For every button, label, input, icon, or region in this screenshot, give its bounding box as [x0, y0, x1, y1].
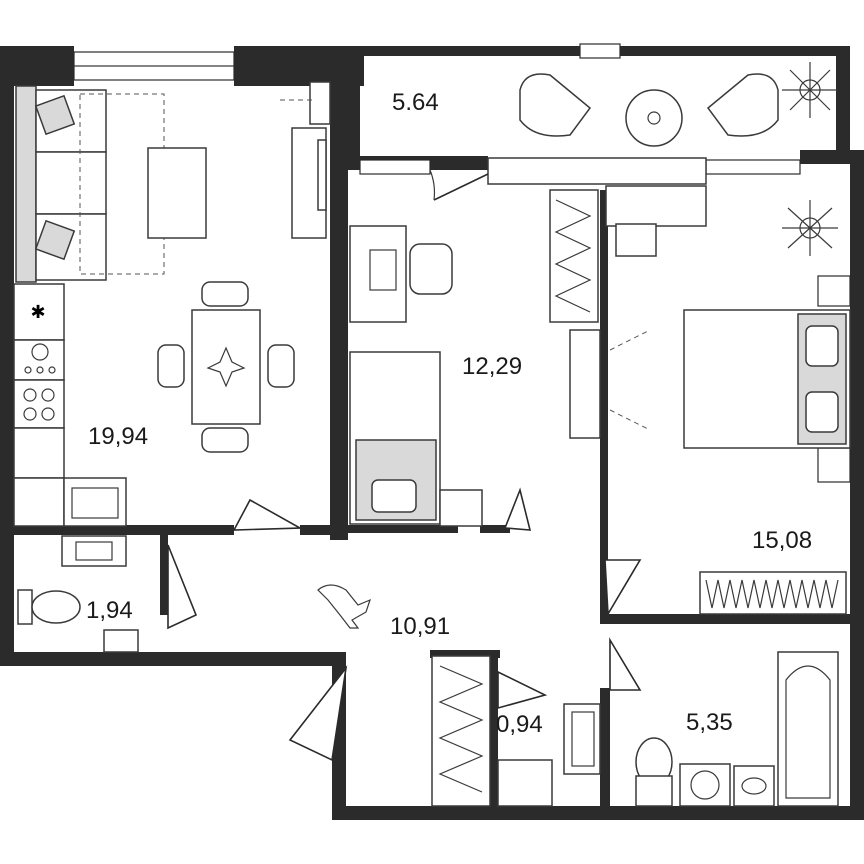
bedroom-furniture — [609, 200, 851, 615]
area-label-bathroom: 5,35 — [686, 709, 733, 736]
study-furniture — [349, 185, 707, 527]
area-label-living-kitchen: 19,94 — [88, 423, 148, 450]
closet-furniture — [497, 703, 601, 807]
hall-furniture — [317, 584, 491, 807]
bathroom-furniture — [635, 651, 839, 807]
living-furniture: ✱ — [13, 81, 331, 527]
area-label-study: 12,29 — [462, 353, 522, 380]
area-label-toilet: 1,94 — [86, 597, 133, 624]
walls — [0, 46, 864, 820]
area-label-bedroom: 15,08 — [752, 527, 812, 554]
area-label-balcony: 5.64 — [392, 89, 439, 116]
doors — [167, 157, 707, 762]
area-label-hall: 10,91 — [390, 613, 450, 640]
room-labels: 5.64 19,94 12,29 15,08 1,94 10,91 0,94 5… — [86, 89, 812, 738]
svg-text:✱: ✱ — [30, 302, 45, 323]
toilet-furniture — [17, 535, 139, 653]
windows — [73, 43, 851, 483]
balcony-furniture — [519, 62, 838, 147]
area-label-closet: 0,94 — [496, 711, 543, 738]
